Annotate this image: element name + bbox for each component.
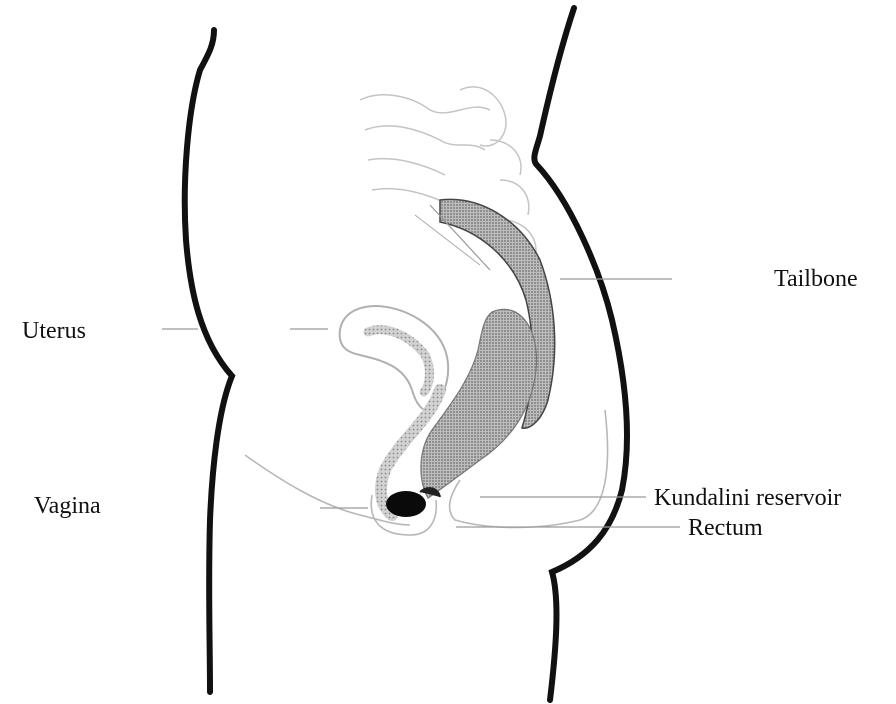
abdomen-outline: [185, 30, 232, 692]
kundalini-reservoir-label: Kundalini reservoir: [654, 486, 841, 510]
kundalini-reservoir-spot: [386, 491, 426, 517]
uterus-label: Uterus: [22, 319, 86, 343]
leader-lines: [162, 279, 680, 527]
vagina-label: Vagina: [34, 494, 101, 518]
tailbone-label: Tailbone: [774, 267, 858, 291]
rectum-label: Rectum: [688, 516, 763, 540]
